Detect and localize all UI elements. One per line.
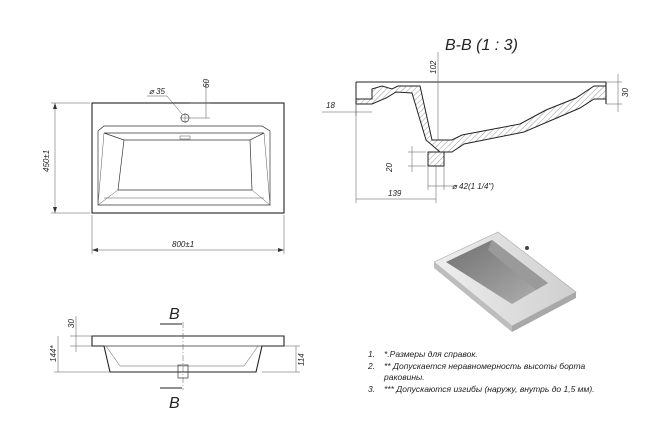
top-outline (91, 102, 285, 214)
notes: 1. *.Размеры для справок. 2. ** Допускае… (367, 349, 595, 394)
note-2-cont: раковины. (383, 372, 425, 382)
dim-20: 20 (385, 163, 394, 173)
front-dim-114: 114 (297, 353, 306, 366)
render-basin (446, 240, 548, 304)
height-dim-label: 450±1 (42, 150, 51, 172)
dim-18: 18 (326, 101, 335, 110)
basin-outline (117, 139, 253, 191)
hole-offset-label: 60 (202, 79, 211, 88)
section-view: B-B (1 : 3) 102 30 18 20 ⌀ 42(1 1/4") (322, 37, 630, 203)
front-view: B B 30 144* 114 (49, 306, 306, 412)
cut-label-bottom: B (169, 395, 180, 412)
note-3-text: *** Допускаются изгибы (наружу, внутрь д… (384, 384, 595, 394)
front-dim-30: 30 (67, 319, 76, 328)
note-1-text: *.Размеры для справок. (384, 349, 478, 359)
render-tap-hole (525, 246, 529, 250)
cut-label-top: B (169, 306, 180, 323)
note-2-text: ** Допускается неравномерность высоты бо… (384, 361, 586, 371)
width-dim-label: 800±1 (172, 240, 194, 249)
note-1-num: 1. (368, 349, 375, 359)
drain-pipe (427, 151, 445, 167)
hole-diameter-label: ⌀ 35 (149, 87, 165, 96)
top-view: ⌀ 35 60 450±1 800±1 (42, 79, 285, 254)
note-2-num: 2. (367, 361, 375, 371)
section-profile (355, 82, 607, 153)
section-title: B-B (1 : 3) (445, 37, 518, 54)
note-3-num: 3. (368, 384, 375, 394)
dim-30-right: 30 (621, 88, 630, 97)
front-outline (91, 335, 285, 373)
dim-139: 139 (388, 189, 402, 198)
top-rim (97, 125, 271, 206)
dim-102: 102 (429, 60, 438, 74)
front-dim-144: 144* (49, 345, 58, 362)
product-render (433, 231, 577, 332)
drain-diameter-label: ⌀ 42(1 1/4") (452, 182, 494, 191)
